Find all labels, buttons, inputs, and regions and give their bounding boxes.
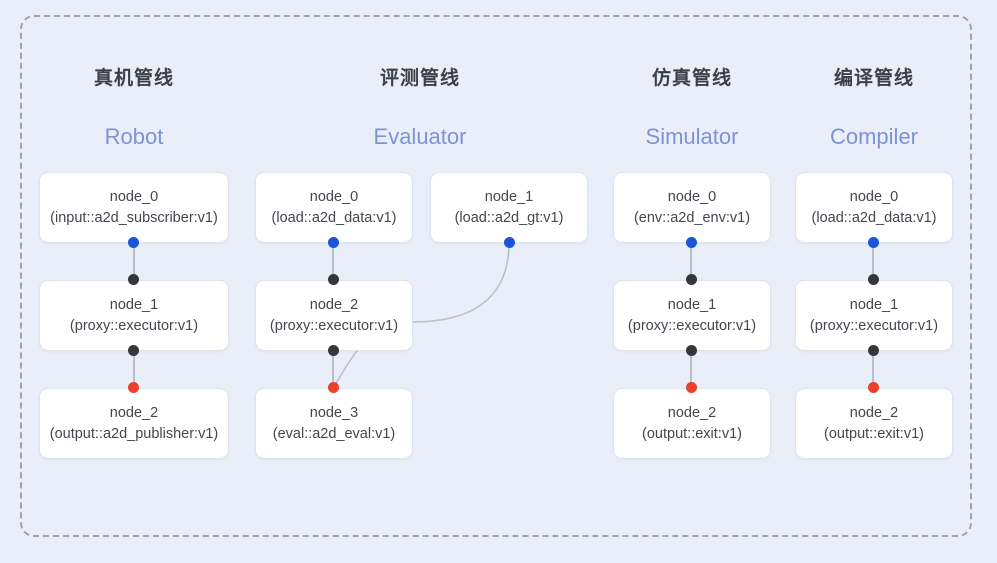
node-evaluator-2[interactable]: node_2 (proxy::executor:v1) [255, 280, 413, 351]
node-subtitle: (proxy::executor:v1) [69, 317, 199, 334]
node-subtitle: (output::exit:v1) [824, 425, 924, 442]
node-robot-1[interactable]: node_1 (proxy::executor:v1) [39, 280, 229, 351]
port-dot-output-compiler-1 [868, 345, 879, 356]
node-simulator-0[interactable]: node_0 (env::a2d_env:v1) [613, 172, 771, 243]
node-compiler-0[interactable]: node_0 (load::a2d_data:v1) [795, 172, 953, 243]
port-dot-input-compiler-1 [868, 274, 879, 285]
node-subtitle: (load::a2d_data:v1) [271, 209, 397, 226]
port-dot-input-robot-2 [128, 382, 139, 393]
node-subtitle: (proxy::executor:v1) [269, 317, 399, 334]
node-robot-2[interactable]: node_2 (output::a2d_publisher:v1) [39, 388, 229, 459]
node-title: node_1 [109, 296, 159, 313]
node-evaluator-3[interactable]: node_3 (eval::a2d_eval:v1) [255, 388, 413, 459]
node-title: node_0 [109, 188, 159, 205]
port-dot-input-simulator-2 [686, 382, 697, 393]
edge-compiler-1-2 [872, 351, 874, 388]
port-dot-output-evaluator-1 [504, 237, 515, 248]
port-dot-output-compiler-0 [868, 237, 879, 248]
port-dot-output-evaluator-0 [328, 237, 339, 248]
edge-simulator-0-1 [690, 243, 692, 280]
port-dot-output-robot-0 [128, 237, 139, 248]
edge-compiler-0-1 [872, 243, 874, 280]
node-subtitle: (proxy::executor:v1) [809, 317, 939, 334]
node-subtitle: (output::a2d_publisher:v1) [49, 425, 219, 442]
node-title: node_2 [667, 404, 717, 421]
node-simulator-2[interactable]: node_2 (output::exit:v1) [613, 388, 771, 459]
port-dot-input-simulator-1 [686, 274, 697, 285]
edge-simulator-1-2 [690, 351, 692, 388]
node-title: node_0 [309, 188, 359, 205]
node-title: node_2 [109, 404, 159, 421]
node-title: node_1 [849, 296, 899, 313]
node-title: node_2 [849, 404, 899, 421]
port-dot-input-robot-1 [128, 274, 139, 285]
node-evaluator-1[interactable]: node_1 (load::a2d_gt:v1) [430, 172, 588, 243]
node-title: node_1 [484, 188, 534, 205]
node-robot-0[interactable]: node_0 (input::a2d_subscriber:v1) [39, 172, 229, 243]
edge-evaluator-2-3 [332, 351, 334, 388]
edge-robot-0-1 [133, 243, 135, 280]
port-dot-output-evaluator-2 [328, 345, 339, 356]
node-evaluator-0[interactable]: node_0 (load::a2d_data:v1) [255, 172, 413, 243]
node-subtitle: (load::a2d_gt:v1) [454, 209, 564, 226]
node-title: node_1 [667, 296, 717, 313]
port-dot-output-simulator-0 [686, 237, 697, 248]
node-compiler-1[interactable]: node_1 (proxy::executor:v1) [795, 280, 953, 351]
node-title: node_0 [849, 188, 899, 205]
port-dot-input-evaluator-2 [328, 274, 339, 285]
port-dot-input-compiler-2 [868, 382, 879, 393]
node-title: node_0 [667, 188, 717, 205]
node-subtitle: (input::a2d_subscriber:v1) [50, 209, 218, 226]
node-title: node_3 [309, 404, 359, 421]
port-dot-output-simulator-1 [686, 345, 697, 356]
diagram-frame [20, 15, 972, 537]
port-dot-input-evaluator-3 [328, 382, 339, 393]
node-subtitle: (eval::a2d_eval:v1) [272, 425, 396, 442]
node-title: node_2 [309, 296, 359, 313]
node-subtitle: (load::a2d_data:v1) [811, 209, 937, 226]
node-subtitle: (output::exit:v1) [642, 425, 742, 442]
edge-evaluator-0-2 [332, 243, 334, 280]
node-simulator-1[interactable]: node_1 (proxy::executor:v1) [613, 280, 771, 351]
node-compiler-2[interactable]: node_2 (output::exit:v1) [795, 388, 953, 459]
port-dot-output-robot-1 [128, 345, 139, 356]
node-subtitle: (proxy::executor:v1) [627, 317, 757, 334]
node-subtitle: (env::a2d_env:v1) [633, 209, 751, 226]
edge-robot-1-2 [133, 351, 135, 388]
